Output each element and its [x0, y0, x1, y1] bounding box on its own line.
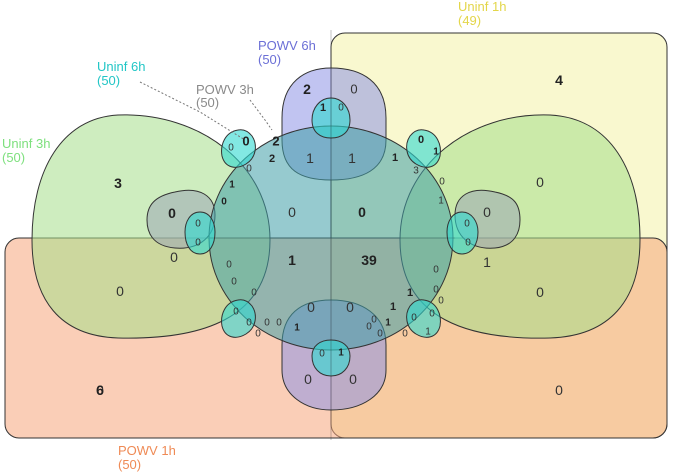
- region-count: 1: [390, 301, 396, 313]
- region-count: 1: [392, 152, 398, 164]
- region-count: 0: [96, 382, 104, 398]
- region-count: 0: [233, 307, 239, 318]
- region-count: 2: [303, 81, 311, 97]
- region-count: 0: [350, 82, 357, 97]
- region-count: 0: [366, 322, 372, 333]
- region-count: 0: [195, 219, 201, 230]
- region-count: 1: [348, 150, 356, 166]
- set-shapes: [4, 30, 668, 440]
- region-count: 1: [483, 254, 491, 270]
- region-count: 1: [338, 348, 344, 359]
- region-count: 0: [195, 238, 201, 249]
- region-count: 1: [229, 180, 235, 191]
- region-count: 0: [307, 299, 315, 315]
- region-count: 0: [438, 296, 444, 307]
- region-count: 0: [402, 329, 408, 340]
- set-size-powv-3h: (50): [196, 95, 219, 110]
- region-count: 0: [377, 329, 383, 340]
- region-count: 0: [170, 249, 178, 265]
- region-count: 1: [438, 196, 444, 207]
- region-count: 1: [385, 318, 391, 329]
- region-count: 1: [433, 147, 439, 158]
- region-count: 0: [371, 315, 377, 326]
- region-count: 0: [242, 134, 249, 149]
- region-count: 0: [433, 285, 439, 296]
- region-count: 0: [536, 284, 544, 300]
- region-count: 39: [361, 252, 377, 268]
- powv-3h-leader-line: [249, 99, 273, 131]
- region-count: 0: [116, 283, 124, 299]
- set-size-uninf-6h: (50): [97, 73, 120, 88]
- region-count: 1: [306, 150, 314, 166]
- region-count: 0: [464, 219, 470, 230]
- set-powv-3h-shape: [146, 189, 521, 249]
- region-count: 0: [433, 265, 439, 276]
- region-count: 1: [425, 327, 431, 338]
- region-count: 0: [276, 318, 282, 329]
- region-count: 6: [96, 382, 104, 398]
- set-size-uninf-1h: (49): [458, 13, 481, 28]
- set-label-uninf-1h: Uninf 1h: [458, 0, 506, 14]
- region-count: 0: [304, 371, 312, 387]
- region-count: 0: [465, 238, 471, 249]
- set-label-uninf-3h: Uninf 3h: [2, 136, 50, 151]
- region-count: 0: [168, 205, 176, 221]
- region-count: 0: [346, 299, 354, 315]
- region-count: 0: [483, 204, 491, 220]
- region-count: 0: [255, 329, 261, 340]
- set-size-powv-6h: (50): [258, 52, 281, 67]
- region-count: 0: [246, 318, 252, 329]
- region-count: 0: [358, 204, 366, 220]
- region-count: 1: [294, 323, 300, 334]
- region-count: 0: [338, 103, 344, 114]
- region-count: 2: [269, 153, 275, 165]
- region-count: 0: [349, 371, 357, 387]
- region-count: 0: [555, 382, 563, 398]
- region-count: 0: [246, 164, 252, 175]
- region-count: 0: [221, 197, 227, 208]
- region-count: 0: [264, 318, 270, 329]
- region-count: 0: [418, 134, 424, 146]
- set-labels: Uninf 1h (49) POWV 1h (50) Uninf 3h (50)…: [2, 0, 506, 472]
- region-count: 3: [413, 166, 419, 177]
- region-count: 4: [555, 72, 563, 88]
- set-label-powv-1h: POWV 1h: [118, 443, 176, 458]
- region-count: 1: [288, 252, 296, 268]
- set-label-powv-3h: POWV 3h: [196, 82, 254, 97]
- region-count: 0: [251, 288, 257, 299]
- region-count: 0: [319, 349, 325, 360]
- region-count: 0: [429, 309, 435, 320]
- region-count: 0: [536, 174, 544, 190]
- region-count: 0: [288, 204, 296, 220]
- set-size-uninf-3h: (50): [2, 150, 25, 165]
- region-count: 2: [272, 134, 279, 149]
- set-size-powv-1h: (50): [118, 457, 141, 472]
- region-count: 0: [231, 277, 237, 288]
- region-count: 0: [439, 177, 445, 188]
- region-count: 0: [411, 313, 417, 324]
- region-count: 1: [320, 102, 326, 114]
- region-count: 3: [114, 175, 122, 191]
- region-count: 1: [407, 287, 413, 299]
- set-label-powv-6h: POWV 6h: [258, 38, 316, 53]
- region-count: 0: [228, 143, 234, 154]
- set-label-uninf-6h: Uninf 6h: [97, 59, 145, 74]
- region-count: 0: [226, 260, 232, 271]
